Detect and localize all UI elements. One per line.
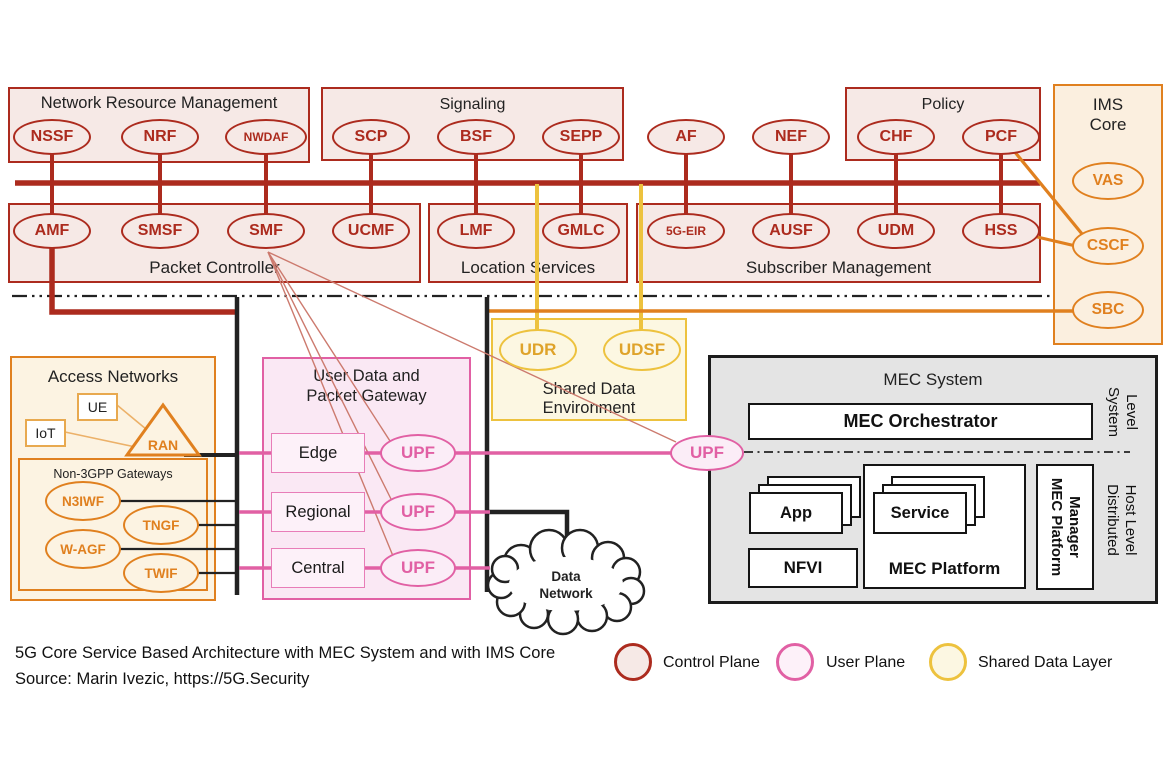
nf-af: AF [647,119,725,155]
nf-twif: TWIF [123,553,199,593]
nf-upf-edge: UPF [380,434,456,472]
group-title: MEC System [883,370,983,389]
group-title: Non-3GPP Gateways [53,467,173,481]
nf-amf: AMF [13,213,91,249]
central-box: Central [271,548,365,588]
nf-udsf: UDSF [603,329,681,371]
regional-box: Regional [271,492,365,532]
group-title: Signaling [439,96,506,113]
legend-control-plane-icon [614,643,652,681]
group-title: Network Resource Management [40,94,278,112]
ue-box: UE [77,393,118,421]
legend-user-plane-label: User Plane [826,654,906,671]
nf-tngf: TNGF [123,505,199,545]
group-title-line2: Core [1089,115,1127,134]
ran-label: RAN [147,437,179,453]
mec-orchestrator-box: MEC Orchestrator [748,403,1093,440]
nf-wagf: W-AGF [45,529,121,569]
nf-sbc: SBC [1072,291,1144,329]
nf-smsf: SMSF [121,213,199,249]
caption-line2: Source: Marin Ivezic, https://5G.Securit… [15,670,310,688]
nf-ausf: AUSF [752,213,830,249]
nf-nwdaf: NWDAF [225,119,307,155]
nf-upf-central: UPF [380,549,456,587]
nf-upf-mec: UPF [670,435,744,471]
app-box-front: App [749,492,843,534]
mec-platform-manager-box [1036,464,1094,590]
nf-sepp: SEPP [542,119,620,155]
group-title: Access Networks [47,367,179,386]
nf-vas: VAS [1072,162,1144,200]
nf-udr: UDR [499,329,577,371]
nf-5g-eir: 5G-EIR [647,213,725,249]
service-box-front: Service [873,492,967,534]
service-stack: Service [873,476,985,534]
nf-lmf: LMF [437,213,515,249]
nf-ucmf: UCMF [332,213,410,249]
nf-nef: NEF [752,119,830,155]
nf-hss: HSS [962,213,1040,249]
iot-box: IoT [25,419,66,447]
group-ims-core: IMS Core [1053,84,1163,345]
legend-control-plane-label: Control Plane [663,654,760,671]
legend-shared-data-label: Shared Data Layer [978,654,1113,671]
group-title: Policy [921,96,965,113]
group-title-line1: IMS [1092,95,1124,114]
nf-pcf: PCF [962,119,1040,155]
nf-nssf: NSSF [13,119,91,155]
nf-udm: UDM [857,213,935,249]
diagram-caption: 5G Core Service Based Architecture with … [15,640,575,692]
group-title: Subscriber Management [745,258,932,277]
nf-bsf: BSF [437,119,515,155]
legend-shared-data-icon [929,643,967,681]
app-stack: App [749,476,861,534]
nf-nrf: NRF [121,119,199,155]
data-network-label: Data Network [539,569,593,601]
nf-smf: SMF [227,213,305,249]
nf-gmlc: GMLC [542,213,620,249]
nf-upf-regional: UPF [380,493,456,531]
legend-user-plane-icon [776,643,814,681]
nfvi-box: NFVI [748,548,858,588]
nf-n3iwf: N3IWF [45,481,121,521]
nf-cscf: CSCF [1072,227,1144,265]
nf-chf: CHF [857,119,935,155]
nf-scp: SCP [332,119,410,155]
edge-box: Edge [271,433,365,473]
caption-line1: 5G Core Service Based Architecture with … [15,644,556,662]
